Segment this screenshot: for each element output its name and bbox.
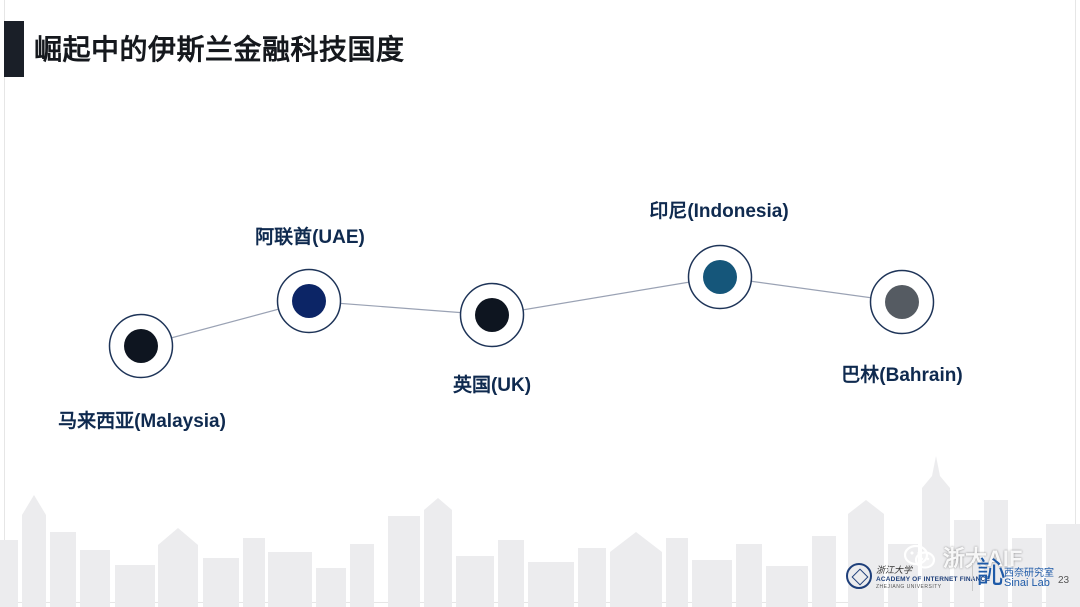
label-uae: 阿联酋(UAE) — [255, 227, 365, 248]
node-dot-bahrain — [885, 285, 919, 319]
sinai-lab-name-en: Sinai Lab — [1004, 577, 1050, 589]
logo-divider — [972, 563, 973, 591]
university-name-en: ZHEJIANG UNIVERSITY — [876, 584, 942, 590]
title-accent-bar — [4, 21, 24, 77]
slide-title: 崛起中的伊斯兰金融科技国度 — [34, 34, 405, 65]
academy-name: ACADEMY OF INTERNET FINANCE — [876, 576, 990, 583]
slide-footer: 浙大AIF 浙江大学 ACADEMY OF INTERNET FINANCE Z… — [0, 544, 1080, 607]
node-dot-uk — [475, 298, 509, 332]
label-malaysia: 马来西亚(Malaysia) — [58, 411, 226, 432]
node-bahrain — [869, 269, 935, 335]
label-bahrain: 巴林(Bahrain) — [841, 365, 963, 386]
node-dot-uae — [292, 284, 326, 318]
connector-line — [491, 276, 721, 316]
sinai-logo-icon: 訫 — [976, 556, 1006, 591]
wechat-icon — [903, 544, 936, 569]
label-uk: 英国(UK) — [452, 375, 532, 396]
node-indonesia — [687, 244, 753, 310]
wechat-watermark: 浙大AIF — [903, 542, 1022, 572]
city-skyline-background — [0, 456, 1080, 607]
node-dot-indonesia — [703, 260, 737, 294]
watermark-text: 浙大AIF — [943, 546, 1023, 571]
node-uae — [276, 268, 342, 334]
page-number: 23 — [1058, 575, 1070, 586]
node-uk — [459, 282, 525, 348]
node-dot-malaysia — [124, 329, 158, 363]
node-malaysia — [108, 313, 174, 379]
sinai-lab-name-cn: 西奈研究室 — [1004, 568, 1054, 579]
university-name-cn: 浙江大学 — [876, 566, 913, 576]
aif-logo-icon — [846, 563, 872, 589]
label-indonesia: 印尼(Indonesia) — [649, 201, 789, 222]
